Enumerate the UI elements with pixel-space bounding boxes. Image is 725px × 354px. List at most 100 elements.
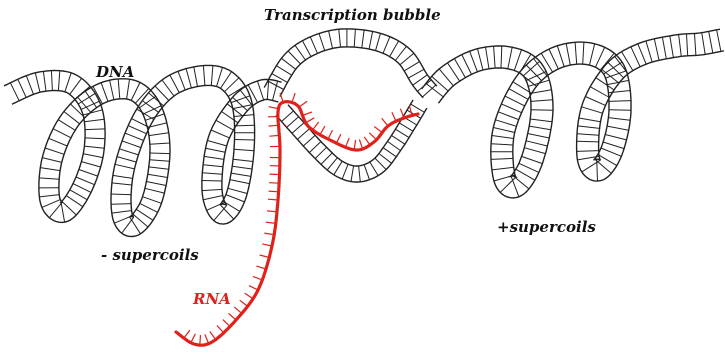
base-pair-rung [127,79,130,99]
base-pair-rung [609,110,631,111]
base-pair-rung [395,129,409,137]
base-pair-rung [117,157,136,163]
base-pair-rung [217,67,223,86]
base-pair-rung [131,82,140,100]
base-pair-rung [81,162,100,167]
base-pair-rung [235,125,255,126]
base-pair-rung [399,123,413,131]
base-pair-rung [257,81,263,100]
base-pair-rung [512,175,529,189]
base-pair-rung [76,177,95,185]
base-pair-rung [287,117,299,128]
base-pair-rung [149,133,169,136]
base-pair-rung [73,184,91,193]
base-pair-rung [679,35,682,57]
base-pair-rung [110,80,114,100]
base-pair-rung [211,130,229,138]
base-pair-rung [589,44,594,65]
base-pair-rung [369,31,373,49]
rna-base-tick [359,140,362,150]
base-pair-rung [162,80,174,96]
base-pair-rung [514,50,521,71]
rna-base-tick [269,191,279,192]
base-pair-rung [654,39,659,61]
rna-base-tick [400,109,404,118]
base-pair-rung [310,37,317,54]
base-pair-rung [605,135,626,140]
base-pair-rung [595,47,604,67]
base-pair-rung [281,58,295,69]
base-pair-rung [43,71,46,91]
dna-helix-left [4,65,282,236]
base-pair-rung [292,123,304,134]
base-pair-rung [577,134,599,136]
base-pair-rung [321,153,332,165]
base-pair-rung [202,173,222,174]
base-pair-rung [140,203,158,212]
base-pair-rung [566,44,570,66]
rna-base-tick [253,277,262,281]
base-pair-rung [112,183,132,185]
base-pair-rung [79,170,98,177]
rna-label: RNA [192,290,231,308]
rna-base-tick [249,286,258,290]
base-pair-rung [351,166,354,182]
base-pair-rung [646,41,652,62]
base-pair-rung [359,166,361,182]
base-pair-rung [118,79,120,99]
rna-base-tick [382,118,388,126]
base-pair-rung [111,204,131,205]
base-pair-rung [319,34,325,51]
base-pair-rung [62,201,77,215]
rna-base-tick [313,122,319,130]
rna-base-tick [369,133,376,140]
base-pair-rung [78,97,91,112]
rna-base-tick [223,320,230,327]
base-pair-rung [462,55,472,75]
dna-helix-right [422,29,724,198]
base-pair-rung [42,158,61,163]
base-pair-rung [207,141,226,146]
base-pair-rung [204,156,224,159]
base-pair-rung [500,177,516,192]
base-pair-rung [491,144,513,145]
base-pair-rung [222,112,239,123]
base-pair-rung [149,167,169,169]
base-pair-rung [203,165,223,167]
base-pair-rung [186,69,191,88]
base-pair-rung [49,138,67,146]
base-pair-rung [505,96,525,106]
base-pair-rung [541,53,552,72]
rna-base-tick [336,134,340,143]
base-pair-rung [203,196,223,200]
base-pair-rung [70,78,82,94]
base-pair-rung [448,63,460,81]
base-pair-rung [339,29,341,47]
base-pair-rung [145,114,164,120]
base-pair-rung [631,47,640,67]
base-pair-rung [235,140,255,141]
base-pair-rung [400,53,414,65]
base-pair-rung [531,110,553,111]
rna-base-tick [256,266,266,269]
base-pair-rung [146,182,166,186]
base-pair-rung [115,164,135,169]
base-pair-rung [202,181,222,182]
base-pair-rung [128,126,146,134]
base-pair-rung [150,153,170,154]
base-pair-rung [203,66,205,86]
base-pair-rung [334,161,342,175]
base-pair-rung [362,30,364,48]
base-pair-rung [228,188,247,193]
base-pair-rung [18,79,26,97]
bubble-lower-strand [276,100,427,182]
base-pair-rung [125,133,144,140]
rna-base-tick [328,130,333,139]
base-pair-rung [411,104,425,112]
base-pair-rung [61,203,65,223]
base-pair-rung [66,196,83,207]
base-pair-rung [315,147,326,158]
bubble-upper-strand [264,29,437,98]
base-pair-rung [45,148,64,154]
